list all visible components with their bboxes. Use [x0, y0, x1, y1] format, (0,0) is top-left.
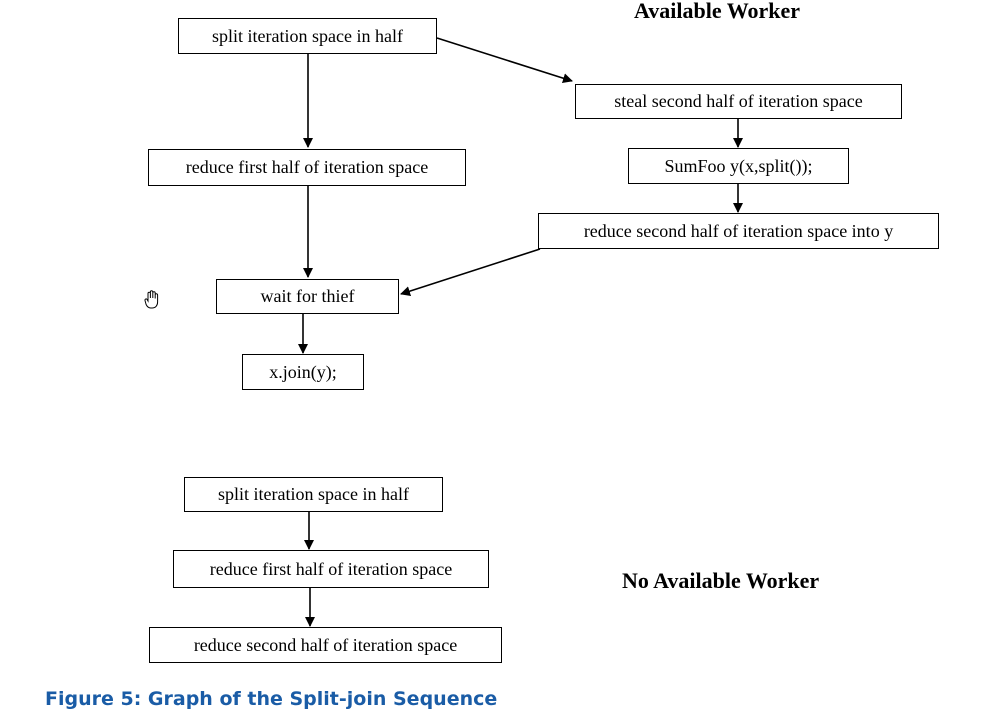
node-na-reduce-first-half: reduce first half of iteration space: [173, 550, 489, 588]
node-na-reduce-second-half: reduce second half of iteration space: [149, 627, 502, 663]
edge-split-to-steal: [436, 37, 573, 84]
edge-reduce-second-to-wait: [400, 248, 541, 296]
node-steal-second-half: steal second half of iteration space: [575, 84, 902, 119]
node-sumfoo-split: SumFoo y(x,split());: [628, 148, 849, 184]
node-x-join-y: x.join(y);: [242, 354, 364, 390]
hand-cursor-icon: [144, 290, 159, 309]
heading-available-worker: Available Worker: [634, 0, 801, 23]
node-reduce-second-half-into-y: reduce second half of iteration space in…: [538, 213, 939, 249]
heading-no-available-worker: No Available Worker: [622, 568, 820, 593]
node-split-iteration-space: split iteration space in half: [178, 18, 437, 54]
node-reduce-first-half: reduce first half of iteration space: [148, 149, 466, 186]
figure-caption: Figure 5: Graph of the Split-join Sequen…: [45, 688, 498, 710]
node-wait-for-thief: wait for thief: [216, 279, 399, 314]
node-na-split-iteration-space: split iteration space in half: [184, 477, 443, 512]
